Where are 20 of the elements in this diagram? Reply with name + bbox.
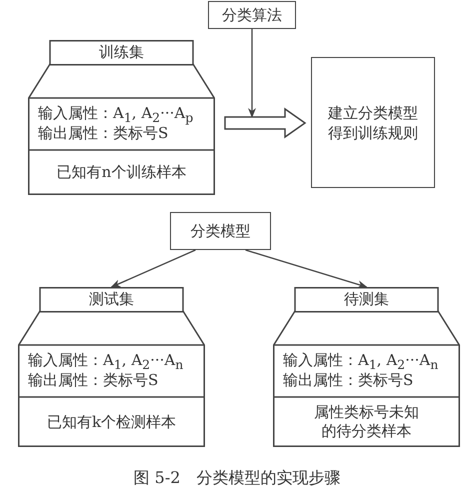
arrow: [110, 249, 196, 288]
attribute-text: 输出属性：类标号S: [28, 371, 158, 390]
attribute-text: 输入属性：A$_{1}$, A$_{2}$···A$_{p}$: [38, 104, 194, 126]
process-box: 分类算法: [208, 1, 296, 29]
sample-text: 已知有n个训练样本: [56, 162, 188, 183]
process-box: 分类模型: [170, 212, 271, 250]
arrow: [248, 29, 256, 118]
attribute-text: 输入属性：A$_{1}$, A$_{2}$···A$_{n}$: [283, 351, 438, 372]
set-heading: 待测集: [343, 290, 390, 309]
attribute-text: 输出属性：类标号S: [283, 371, 414, 390]
arrow: [245, 249, 368, 288]
attribute-text: 输出属性：类标号S: [38, 124, 168, 143]
process-box: 建立分类模型得到训练规则: [311, 57, 435, 188]
figure-caption: 图 5-2 分类模型的实现步骤: [132, 468, 342, 487]
attribute-text: 输入属性：A$_{1}$, A$_{2}$···A$_{n}$: [28, 351, 184, 372]
set-heading: 测试集: [88, 290, 135, 309]
sample-text: 已知有k个检测样本: [46, 412, 178, 432]
set-heading: 训练集: [98, 43, 145, 62]
sample-text: 属性类标号未知的待分类样本: [313, 402, 420, 442]
block-arrow: [224, 108, 306, 138]
